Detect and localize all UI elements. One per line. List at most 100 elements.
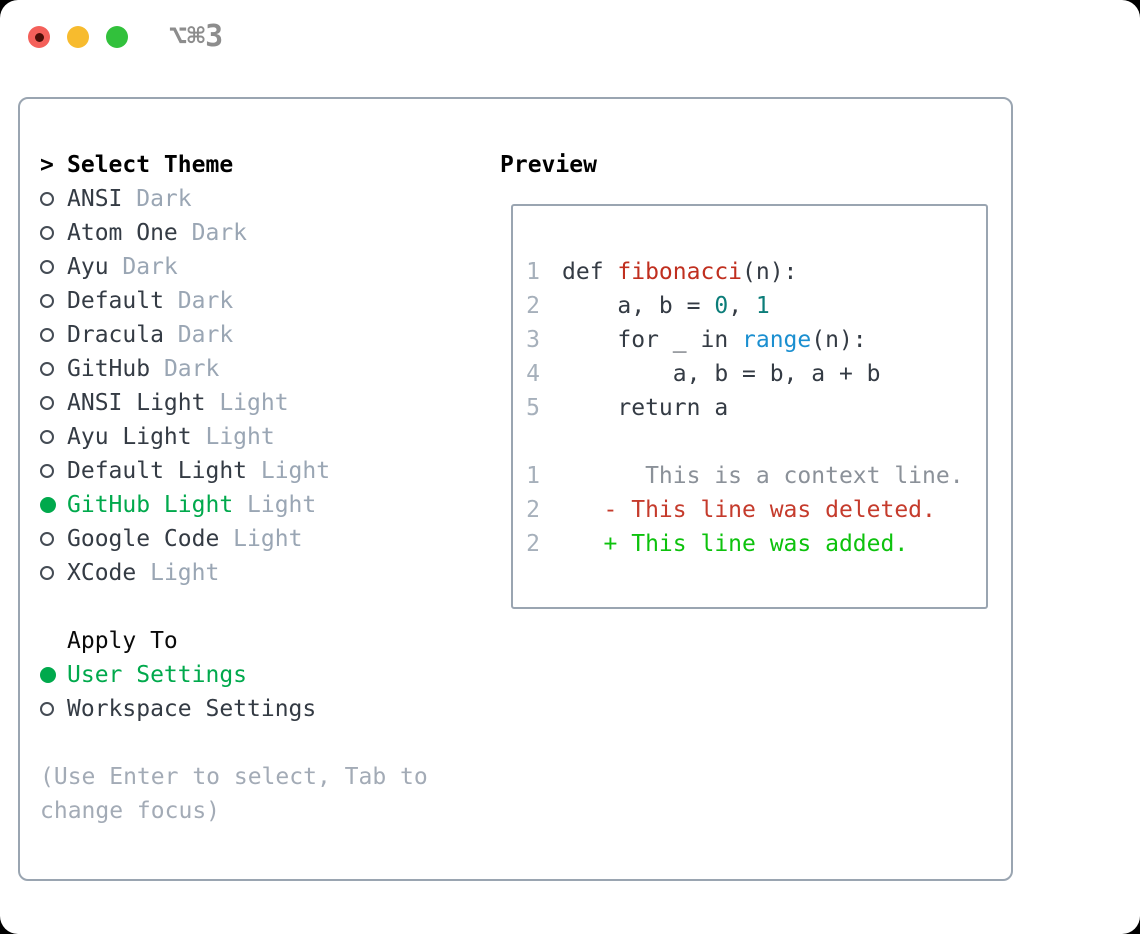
- apply-to-title: Apply To: [67, 628, 178, 654]
- theme-name: Dracula: [67, 322, 164, 348]
- code-text: return a: [562, 391, 728, 425]
- theme-option-ansi-dark[interactable]: ANSI Dark: [40, 182, 428, 216]
- token-number: 1: [755, 293, 770, 319]
- theme-option-atom-one-dark[interactable]: Atom One Dark: [40, 216, 428, 250]
- select-theme-title: Select Theme: [67, 152, 234, 178]
- line-number: 2: [526, 531, 540, 557]
- radio-unselected-icon: [40, 430, 54, 444]
- token-plain: ,: [728, 293, 756, 319]
- theme-option-label: ANSI Light Light: [67, 386, 289, 420]
- theme-option-xcode-light[interactable]: XCode Light: [40, 556, 428, 590]
- spacer: [40, 590, 428, 624]
- theme-option-label: Google Code Light: [67, 522, 302, 556]
- code-line: 2 + This line was added.: [526, 527, 986, 561]
- theme-tag: Light: [205, 390, 289, 416]
- theme-name: Google Code: [67, 526, 220, 552]
- theme-name: Default: [67, 288, 164, 314]
- radio-cell: [40, 294, 67, 308]
- theme-option-label: Dracula Dark: [67, 318, 233, 352]
- radio-cell: [40, 362, 67, 376]
- hint-line: (Use Enter to select, Tab to: [40, 764, 428, 790]
- theme-name: Ayu Light: [67, 424, 192, 450]
- theme-option-github-light-light[interactable]: GitHub Light Light: [40, 488, 428, 522]
- apply-option-workspace-settings[interactable]: Workspace Settings: [40, 692, 428, 726]
- theme-option-label: GitHub Light Light: [67, 488, 316, 522]
- theme-option-google-code-light[interactable]: Google Code Light: [40, 522, 428, 556]
- code-line: [526, 425, 986, 459]
- theme-option-label: Atom One Dark: [67, 216, 247, 250]
- theme-tag: Dark: [122, 186, 192, 212]
- theme-option-label: ANSI Dark: [67, 182, 192, 216]
- theme-name: Atom One: [67, 220, 178, 246]
- token-context: This is a context line.: [562, 463, 964, 489]
- theme-tag: Dark: [150, 356, 220, 382]
- radio-cell: [40, 430, 67, 444]
- theme-option-dracula-dark[interactable]: Dracula Dark: [40, 318, 428, 352]
- token-plain: a, b = b, a + b: [562, 361, 881, 387]
- apply-option-user-settings[interactable]: User Settings: [40, 658, 428, 692]
- radio-cell: [40, 260, 67, 274]
- theme-name: Default Light: [67, 458, 248, 484]
- radio-cell: [40, 667, 67, 683]
- theme-option-default-light-light[interactable]: Default Light Light: [40, 454, 428, 488]
- code-text: a, b = b, a + b: [562, 357, 881, 391]
- code-text: def fibonacci(n):: [562, 255, 797, 289]
- token-builtin: range: [742, 327, 812, 353]
- radio-cell: [40, 396, 67, 410]
- close-button[interactable]: [28, 26, 50, 48]
- radio-unselected-icon: [40, 566, 54, 580]
- theme-name: XCode: [67, 560, 137, 586]
- close-dot-icon: [34, 32, 44, 42]
- theme-tag: Dark: [163, 288, 234, 314]
- code-text: + This line was added.: [562, 527, 909, 561]
- radio-cell: [40, 566, 67, 580]
- radio-unselected-icon: [40, 702, 54, 716]
- theme-option-ayu-dark[interactable]: Ayu Dark: [40, 250, 428, 284]
- code-line: 5 return a: [526, 391, 986, 425]
- token-number: 0: [714, 293, 729, 319]
- radio-cell: [40, 497, 67, 513]
- prompt-caret-icon: >: [40, 152, 54, 178]
- radio-cell: [40, 464, 67, 478]
- radio-unselected-icon: [40, 464, 54, 478]
- radio-unselected-icon: [40, 294, 54, 308]
- radio-cell: [40, 226, 67, 240]
- theme-name: ANSI: [67, 186, 123, 212]
- theme-name: GitHub: [67, 356, 151, 382]
- line-number: 5: [526, 395, 540, 421]
- code-line: 2 - This line was deleted.: [526, 493, 986, 527]
- theme-option-ansi-light-light[interactable]: ANSI Light Light: [40, 386, 428, 420]
- theme-option-github-dark[interactable]: GitHub Dark: [40, 352, 428, 386]
- spacer: [40, 726, 428, 760]
- theme-option-default-dark[interactable]: Default Dark: [40, 284, 428, 318]
- theme-option-label: XCode Light: [67, 556, 219, 590]
- radio-unselected-icon: [40, 396, 54, 410]
- theme-name: Ayu: [67, 254, 109, 280]
- radio-cell: [40, 532, 67, 546]
- theme-name: GitHub Light: [67, 492, 234, 518]
- line-number: [526, 425, 540, 459]
- radio-unselected-icon: [40, 260, 54, 274]
- radio-unselected-icon: [40, 328, 54, 342]
- token-added: + This line was added.: [562, 531, 909, 557]
- apply-option-label: Workspace Settings: [67, 696, 317, 722]
- code-text: for _ in range(n):: [562, 323, 867, 357]
- theme-tag: Light: [233, 492, 317, 518]
- line-number: 1: [526, 463, 540, 489]
- minimize-button[interactable]: [67, 26, 89, 48]
- token-plain: (n):: [811, 327, 867, 353]
- token-plain: return a: [562, 395, 729, 421]
- code-text: a, b = 0, 1: [562, 289, 770, 323]
- code-line: 4 a, b = b, a + b: [526, 357, 986, 391]
- zoom-button[interactable]: [106, 26, 128, 48]
- apply-to-header: Apply To: [40, 624, 428, 658]
- token-plain: a, b =: [562, 293, 715, 319]
- theme-option-ayu-light-light[interactable]: Ayu Light Light: [40, 420, 428, 454]
- radio-unselected-icon: [40, 532, 54, 546]
